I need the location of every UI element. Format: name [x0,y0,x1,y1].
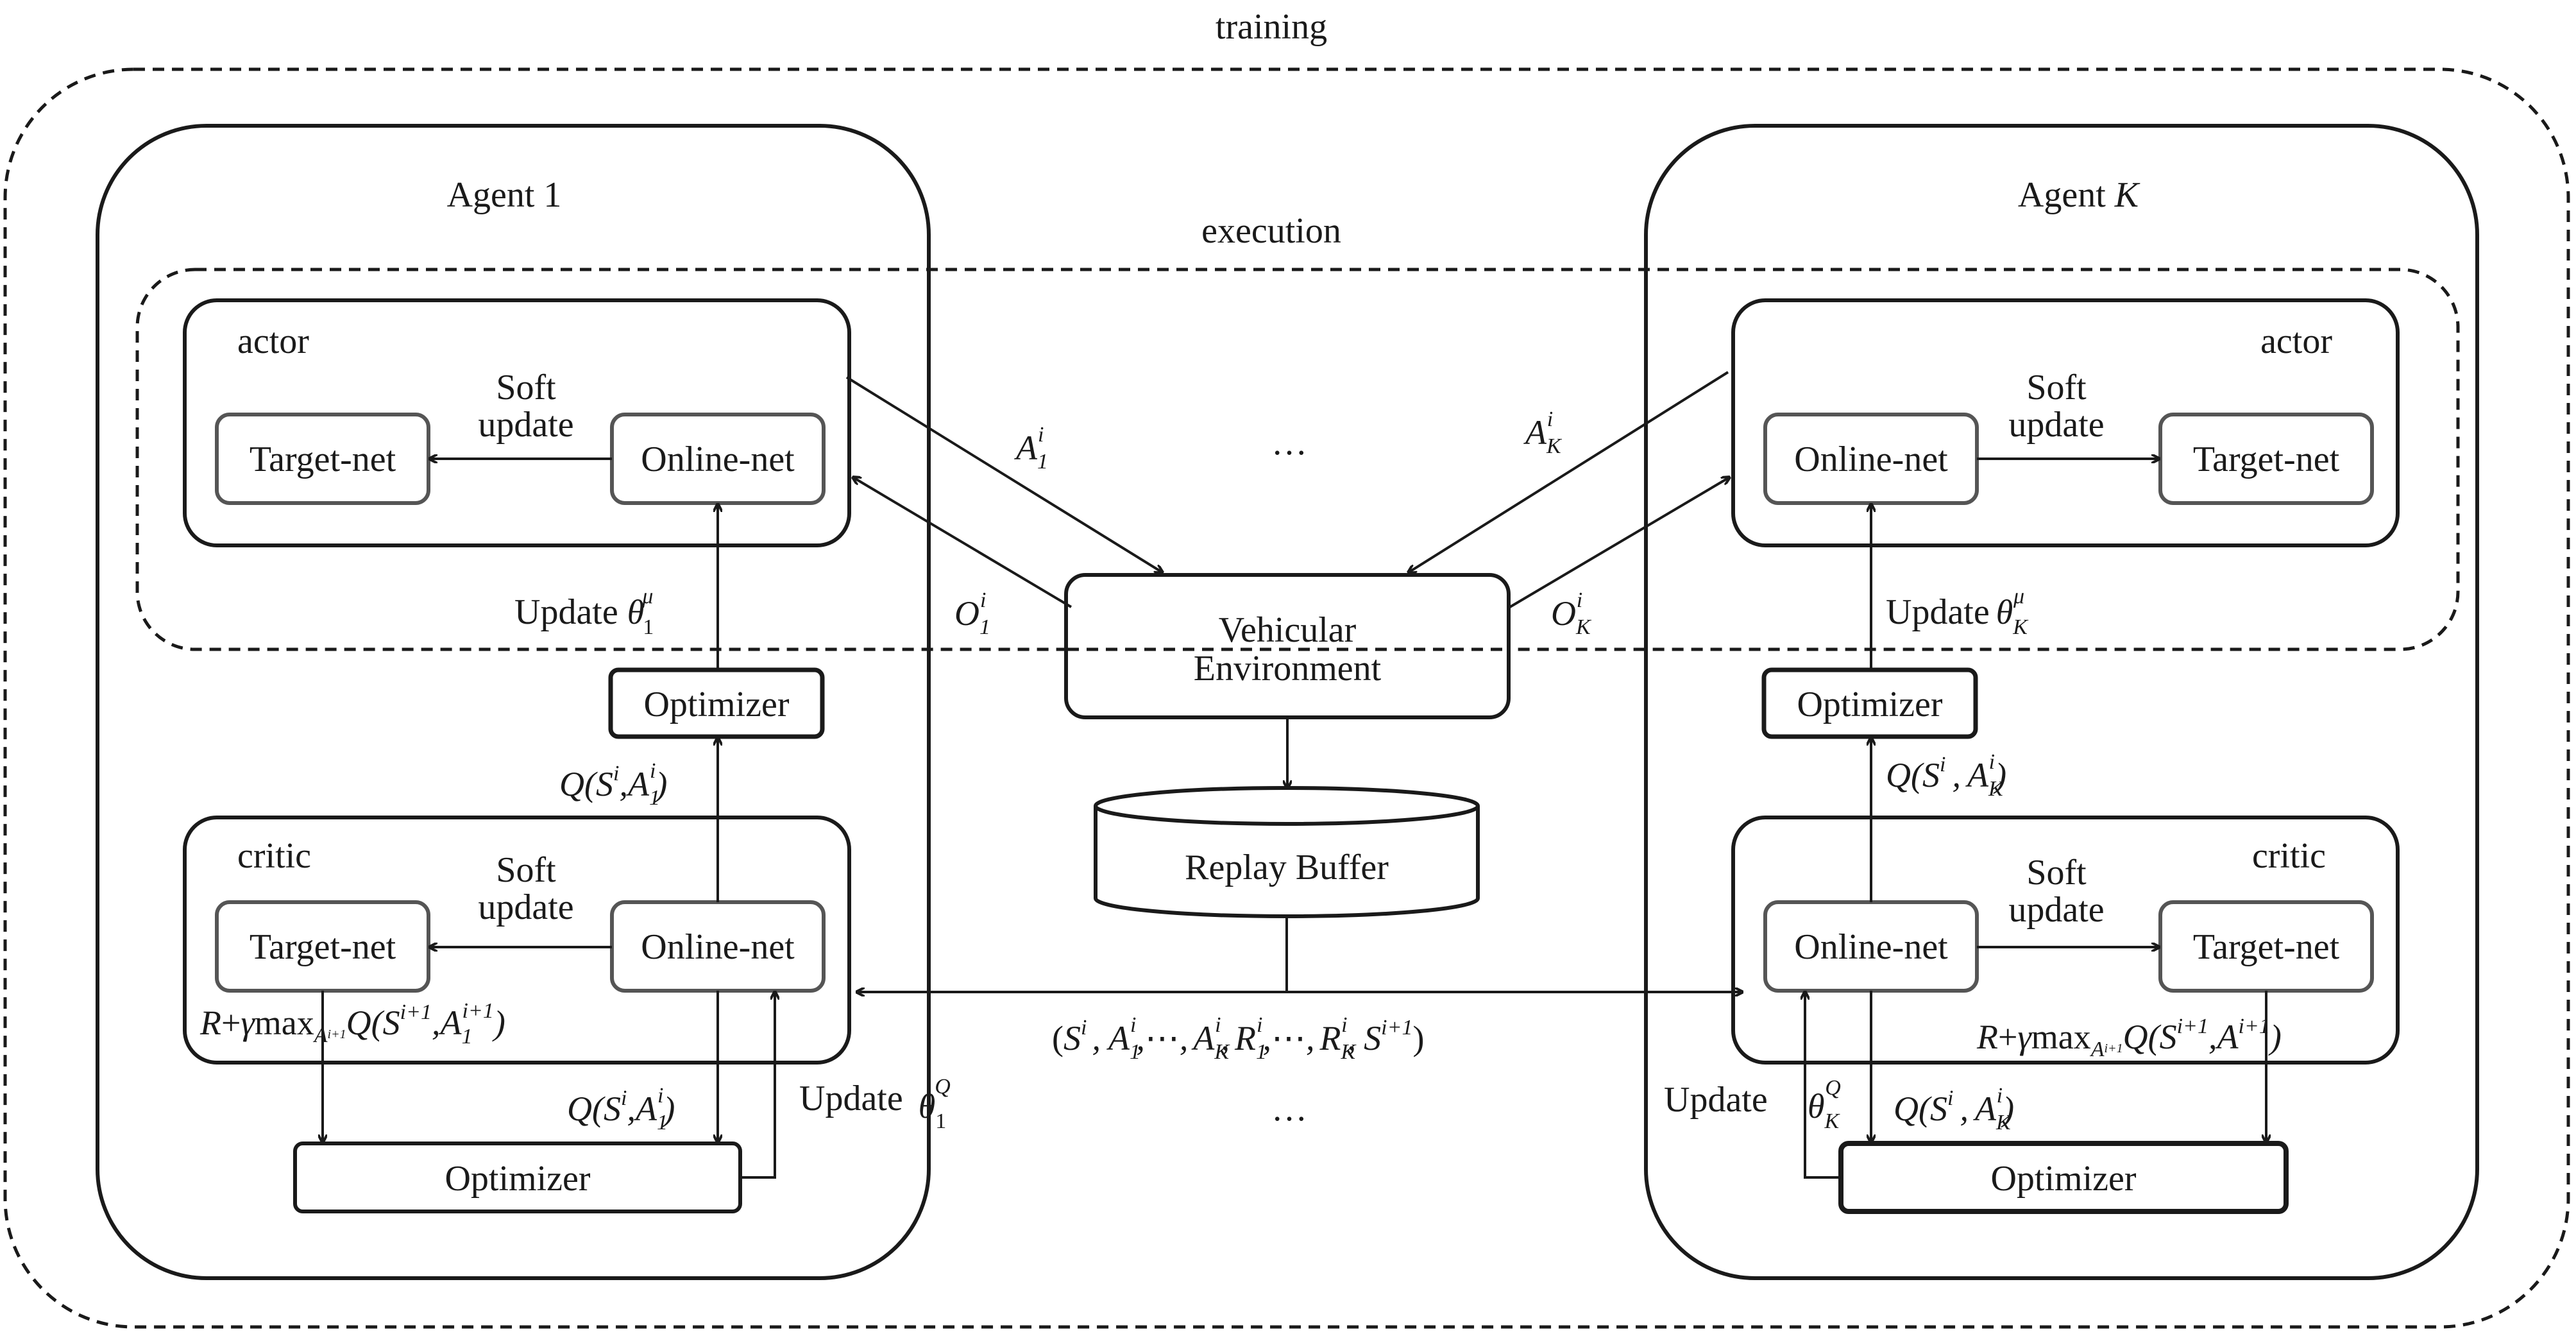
agent-1-actor-online-net-label: Online-net [641,440,795,479]
agent-k-theta-q: θKQ [1808,1076,1841,1133]
agent-1-actor-soft-label: Soft [496,368,556,407]
replay-buffer-label: Replay Buffer [1185,848,1389,887]
agent-k-critic-update-label: update [2008,890,2104,930]
agent-k-critic-box [1731,816,2400,1065]
agent-k-critic-soft-label: Soft [2026,853,2087,893]
agent-k-frame [1644,124,2479,1280]
agent-k-actor-update-label: update [2008,405,2104,445]
agent-k-actor-online-net-label: Online-net [1794,440,1948,479]
agent-k-label: Agent K [2018,175,2140,215]
agent-1-q-upper: Q(Si,A1i) [559,759,667,810]
observation-o1-label: O1i [954,588,990,639]
agent-1-actor-update-label: update [478,405,573,445]
agent-k-update-label: Update [1664,1080,1768,1120]
agent-1-critic-update-arrow [740,992,775,1179]
ellipsis-top: … [1271,423,1307,463]
agent-1-target-value: R+γmaxAi+1Q(Si+1,A1i+1) [199,999,505,1048]
agent-1-actor-target-net-label: Target-net [250,440,396,479]
vehicular-environment-line1: Vehicular [1219,610,1357,650]
agent-k-actor-optimizer-label: Optimizer [1797,685,1942,724]
agent-1-actor-label: actor [237,321,309,361]
agent-1-critic-label: critic [237,836,311,876]
agent-k-critic-online-net-label: Online-net [1794,927,1948,967]
agent-1-critic-soft-label: Soft [496,850,556,890]
agent-1-actor-optimizer-label: Optimizer [643,685,789,724]
agent-k-actor-label: actor [2260,321,2332,361]
agent-k-actor-target-net-label: Target-net [2193,440,2340,479]
agent-1-q-lower: Q(Si,A1i) [567,1084,675,1134]
agent-1-label: Agent 1 [447,175,562,215]
action-ak-label: AKi [1523,407,1563,458]
agent-k-critic-optimizer-label: Optimizer [1990,1159,2136,1199]
action-a1-label: A1i [1014,423,1048,474]
ellipsis-bottom: … [1271,1089,1307,1129]
execution-label: execution [1201,211,1341,251]
agent-k-actor-soft-label: Soft [2026,368,2087,407]
training-frame [3,67,2570,1329]
agent-k-critic-target-net-label: Target-net [2193,927,2340,967]
agent-1-action-arrow [845,376,1162,572]
replay-buffer-cylinder [1094,786,1480,918]
agent-1-critic-target-net-label: Target-net [250,927,396,967]
agent-k-q-lower: Q(Si,AKi) [1894,1084,2014,1134]
agent-1-critic-box [183,816,851,1065]
agent-1-observation-arrow [853,477,1072,608]
transition-tuple: (Si,A1i,⋯,AKi,R1i,⋯,RKi,Si+1) [1052,1013,1425,1064]
observation-ok-label: OKi [1551,588,1592,639]
agent-1-critic-online-net-label: Online-net [641,927,795,967]
agent-1-critic-optimizer-label: Optimizer [445,1159,590,1199]
training-label: training [1216,7,1327,47]
agent-k-critic-update-arrow [1805,992,1841,1179]
vehicular-environment-line2: Environment [1194,649,1382,688]
agent-k-action-arrow [1409,371,1729,572]
agent-1-critic-update-label: update [478,887,573,927]
agent-k-critic-label: critic [2252,836,2326,876]
agent-k-observation-arrow [1509,477,1729,608]
agent-k-q-upper: Q(Si,AKi) [1886,750,2006,801]
agent-1-frame [96,124,931,1280]
agent-k-target-value: R+γmaxAi+1Q(Si+1,Ai+1) [1976,1014,2282,1061]
agent-k-actor-target-net [2158,413,2374,505]
